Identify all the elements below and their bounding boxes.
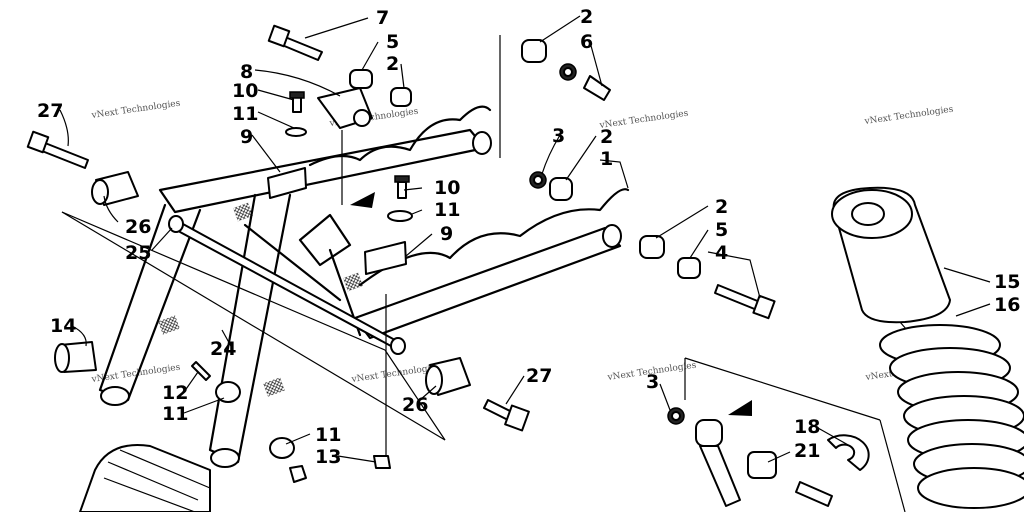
callout-label: 25 [125, 242, 151, 264]
callout-label: 1 [600, 148, 613, 170]
callout-label: 6 [580, 31, 593, 53]
coil-spring [879, 324, 1024, 509]
hardware-parts [26, 24, 870, 512]
callout-label: 5 [386, 31, 399, 53]
callout-labels: 7 5 2 8 10 11 9 27 26 25 2 6 3 2 1 10 11… [37, 6, 1020, 468]
callout-label: 12 [162, 382, 188, 404]
watermark: vNext Technologies [863, 105, 954, 128]
callout-label: 16 [994, 294, 1020, 316]
shock-assembly [831, 186, 1024, 509]
callout-label: 14 [50, 315, 76, 337]
direction-arrow [728, 400, 752, 416]
callout-label: 27 [526, 365, 552, 387]
callout-label: 11 [434, 199, 460, 221]
callout-label: 2 [715, 196, 728, 218]
callout-label: 11 [315, 424, 341, 446]
callout-label: 4 [715, 242, 728, 264]
callout-label: 3 [552, 125, 565, 147]
callout-label: 15 [994, 271, 1020, 293]
callout-label: 21 [794, 440, 820, 462]
callout-label: 24 [210, 338, 236, 360]
callout-label: 2 [580, 6, 593, 28]
a-arm-frame [98, 105, 630, 468]
callout-label: 9 [240, 126, 253, 148]
leader-lines [59, 15, 991, 463]
callout-label: 10 [434, 177, 460, 199]
callout-label: 11 [232, 103, 258, 125]
watermark: vNext Technologies [90, 99, 181, 122]
callout-label: 8 [240, 61, 253, 83]
direction-arrow [350, 192, 375, 208]
callout-label: 26 [402, 394, 428, 416]
callout-label: 13 [315, 446, 341, 468]
callout-label: 7 [376, 7, 389, 29]
callout-label: 3 [646, 371, 659, 393]
cross-shaft [168, 215, 406, 355]
callout-label: 27 [37, 100, 63, 122]
callout-label: 18 [794, 416, 820, 438]
callout-label: 26 [125, 216, 151, 238]
callout-label: 9 [440, 223, 453, 245]
callout-label: 2 [386, 53, 399, 75]
callout-label: 5 [715, 219, 728, 241]
boundary-lines [61, 35, 906, 512]
callout-label: 11 [162, 403, 188, 425]
callout-label: 10 [232, 80, 258, 102]
callout-label: 2 [600, 126, 613, 148]
